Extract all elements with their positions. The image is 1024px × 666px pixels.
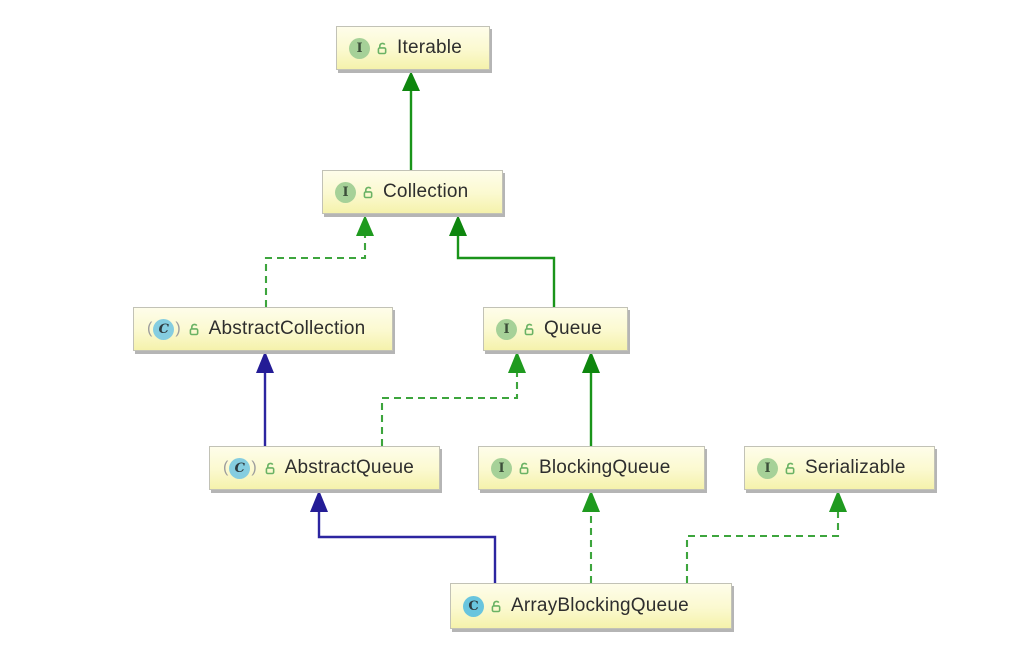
edge-collection-extends-iterable[interactable] bbox=[402, 71, 420, 170]
abstract-class-icon: C bbox=[153, 318, 175, 340]
interface-icon: I bbox=[757, 457, 778, 479]
class-node-collection[interactable]: I Collection bbox=[322, 170, 503, 214]
edge-abstractqueue-implements-queue[interactable] bbox=[380, 351, 526, 446]
interface-icon: I bbox=[349, 37, 370, 59]
edge-abstractqueue-extends-abstractcollection[interactable] bbox=[256, 351, 274, 446]
class-node-iterable[interactable]: I Iterable bbox=[336, 26, 490, 70]
class-name-label: BlockingQueue bbox=[539, 457, 671, 478]
class-name-label: Iterable bbox=[397, 37, 462, 58]
edge-arrayblockingqueue-extends-abstractqueue[interactable] bbox=[310, 490, 497, 583]
abstract-class-paren: ( bbox=[223, 459, 229, 476]
class-node-abstractqueue[interactable]: ( C ) AbstractQueue bbox=[209, 446, 440, 490]
class-node-queue[interactable]: I Queue bbox=[483, 307, 628, 351]
class-icon: C bbox=[463, 595, 484, 617]
class-node-blockingqueue[interactable]: I BlockingQueue bbox=[478, 446, 705, 490]
abstract-class-paren: ) bbox=[175, 320, 181, 337]
edge-queue-extends-collection[interactable] bbox=[449, 215, 556, 307]
public-open-lock-icon bbox=[518, 461, 531, 475]
class-name-label: AbstractQueue bbox=[284, 457, 414, 478]
class-node-arrayblockingqueue[interactable]: C ArrayBlockingQueue bbox=[450, 583, 732, 629]
edge-arrayblockingqueue-implements-blockingqueue[interactable] bbox=[582, 490, 600, 583]
class-name-label: AbstractCollection bbox=[208, 318, 366, 339]
public-open-lock-icon bbox=[523, 322, 536, 336]
class-name-label: Serializable bbox=[805, 457, 906, 478]
class-name-label: ArrayBlockingQueue bbox=[511, 595, 689, 616]
interface-icon: I bbox=[496, 318, 517, 340]
interface-icon: I bbox=[335, 181, 356, 203]
public-open-lock-icon bbox=[490, 599, 503, 613]
class-node-abstractcollection[interactable]: ( C ) AbstractCollection bbox=[133, 307, 393, 351]
public-open-lock-icon bbox=[784, 461, 797, 475]
class-node-serializable[interactable]: I Serializable bbox=[744, 446, 935, 490]
public-open-lock-icon bbox=[376, 41, 389, 55]
interface-icon: I bbox=[491, 457, 512, 479]
class-name-label: Collection bbox=[383, 181, 469, 202]
abstract-class-paren: ) bbox=[251, 459, 257, 476]
edge-abstractcollection-implements-collection[interactable] bbox=[264, 215, 374, 307]
edge-arrayblockingqueue-implements-serializable[interactable] bbox=[685, 490, 847, 583]
public-open-lock-icon bbox=[264, 461, 277, 475]
public-open-lock-icon bbox=[188, 322, 201, 336]
edge-blockingqueue-extends-queue[interactable] bbox=[582, 351, 600, 446]
abstract-class-paren: ( bbox=[147, 320, 153, 337]
class-name-label: Queue bbox=[544, 318, 603, 339]
abstract-class-icon: C bbox=[229, 457, 251, 479]
public-open-lock-icon bbox=[362, 185, 375, 199]
